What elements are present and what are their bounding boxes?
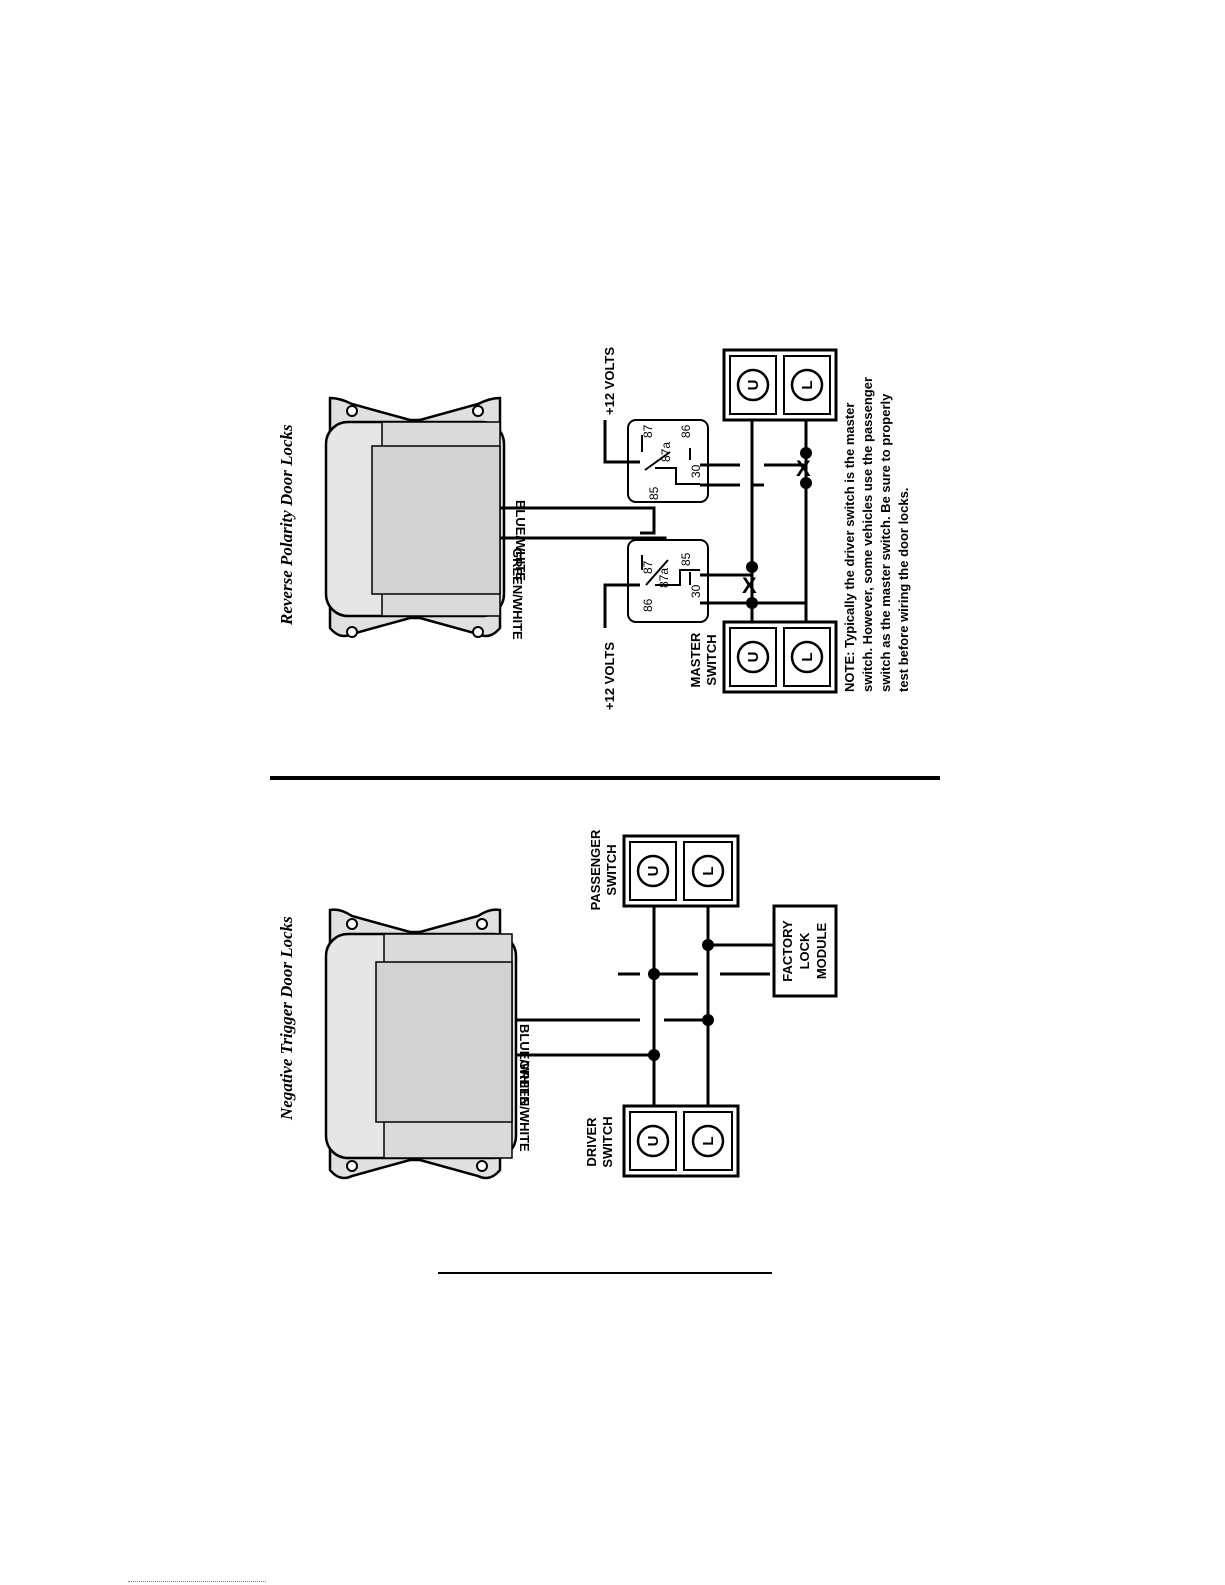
blue-white-label: BLUE/WHITE [517,1024,532,1105]
power-feeds [603,420,640,628]
master-switch-label-1: MASTER [688,632,703,688]
svg-text:87: 87 [641,560,655,574]
negative-trigger-diagram: Negative Trigger Door Locks [277,829,838,1180]
svg-text:L: L [799,652,816,661]
door-switch-right: U L [722,348,838,422]
junction-dots [746,447,812,609]
svg-text:NOTE: Typically the driver swi: NOTE: Typically the driver switch is the… [842,403,857,692]
svg-text:L: L [700,1136,717,1145]
svg-text:MODULE: MODULE [814,923,829,980]
page-edge-rule [128,1581,266,1582]
driver-switch-label-1: DRIVER [584,1117,599,1167]
svg-text:LOCK: LOCK [797,932,812,969]
note-block: NOTE: Typically the driver switch is the… [842,377,911,692]
svg-text:87: 87 [641,424,655,438]
volts-left-label: +12 VOLTS [602,642,617,710]
svg-text:30: 30 [689,464,703,478]
svg-text:test before wiring the door lo: test before wiring the door locks. [896,488,911,692]
reverse-polarity-diagram: Reverse Polarity Door Locks BLUE/WHITE G… [277,347,911,710]
green-white-label: GREEN/WHITE [510,548,525,640]
negative-trigger-title: Negative Trigger Door Locks [277,916,296,1121]
green-white-label: GREEN/WHITE [517,1060,532,1152]
svg-text:30: 30 [689,584,703,598]
relay-left: 87 87a 86 85 30 [627,539,709,623]
svg-text:switch as the master switch. B: switch as the master switch. Be sure to … [878,393,893,692]
svg-text:U: U [745,652,762,663]
svg-text:86: 86 [641,598,655,612]
cut-mark-left: X [742,573,757,598]
svg-text:U: U [745,380,762,391]
passenger-switch: U L [622,834,740,908]
svg-text:L: L [700,866,717,875]
svg-text:U: U [645,866,662,877]
trigger-wires [516,905,774,1106]
passenger-switch-label-1: PASSENGER [588,829,603,910]
relay-right: 87 87a 86 85 30 [627,419,709,503]
driver-switch: U L [622,1104,740,1178]
remote-start-module-icon [324,908,518,1180]
passenger-switch-label-2: SWITCH [604,844,619,895]
svg-text:85: 85 [647,486,661,500]
svg-text:U: U [645,1136,662,1147]
svg-text:85: 85 [679,552,693,566]
junction-dots [648,939,714,1061]
svg-text:FACTORY: FACTORY [780,920,795,982]
blue-white-wire [500,506,656,535]
factory-lock-module: FACTORY LOCK MODULE [772,904,838,998]
svg-text:86: 86 [679,424,693,438]
svg-text:87a: 87a [657,568,671,588]
master-switch: U L [722,620,838,694]
driver-switch-label-2: SWITCH [600,1116,615,1167]
master-switch-label-2: SWITCH [704,634,719,685]
svg-text:L: L [799,380,816,389]
volts-right-label: +12 VOLTS [602,347,617,415]
cut-mark-right: X [796,456,811,481]
svg-text:switch. However, some vehicles: switch. However, some vehicles use the p… [860,377,875,692]
remote-start-module-icon [324,396,506,638]
reverse-polarity-title: Reverse Polarity Door Locks [277,424,296,626]
blue-white-label: BLUE/WHITE [513,500,528,581]
